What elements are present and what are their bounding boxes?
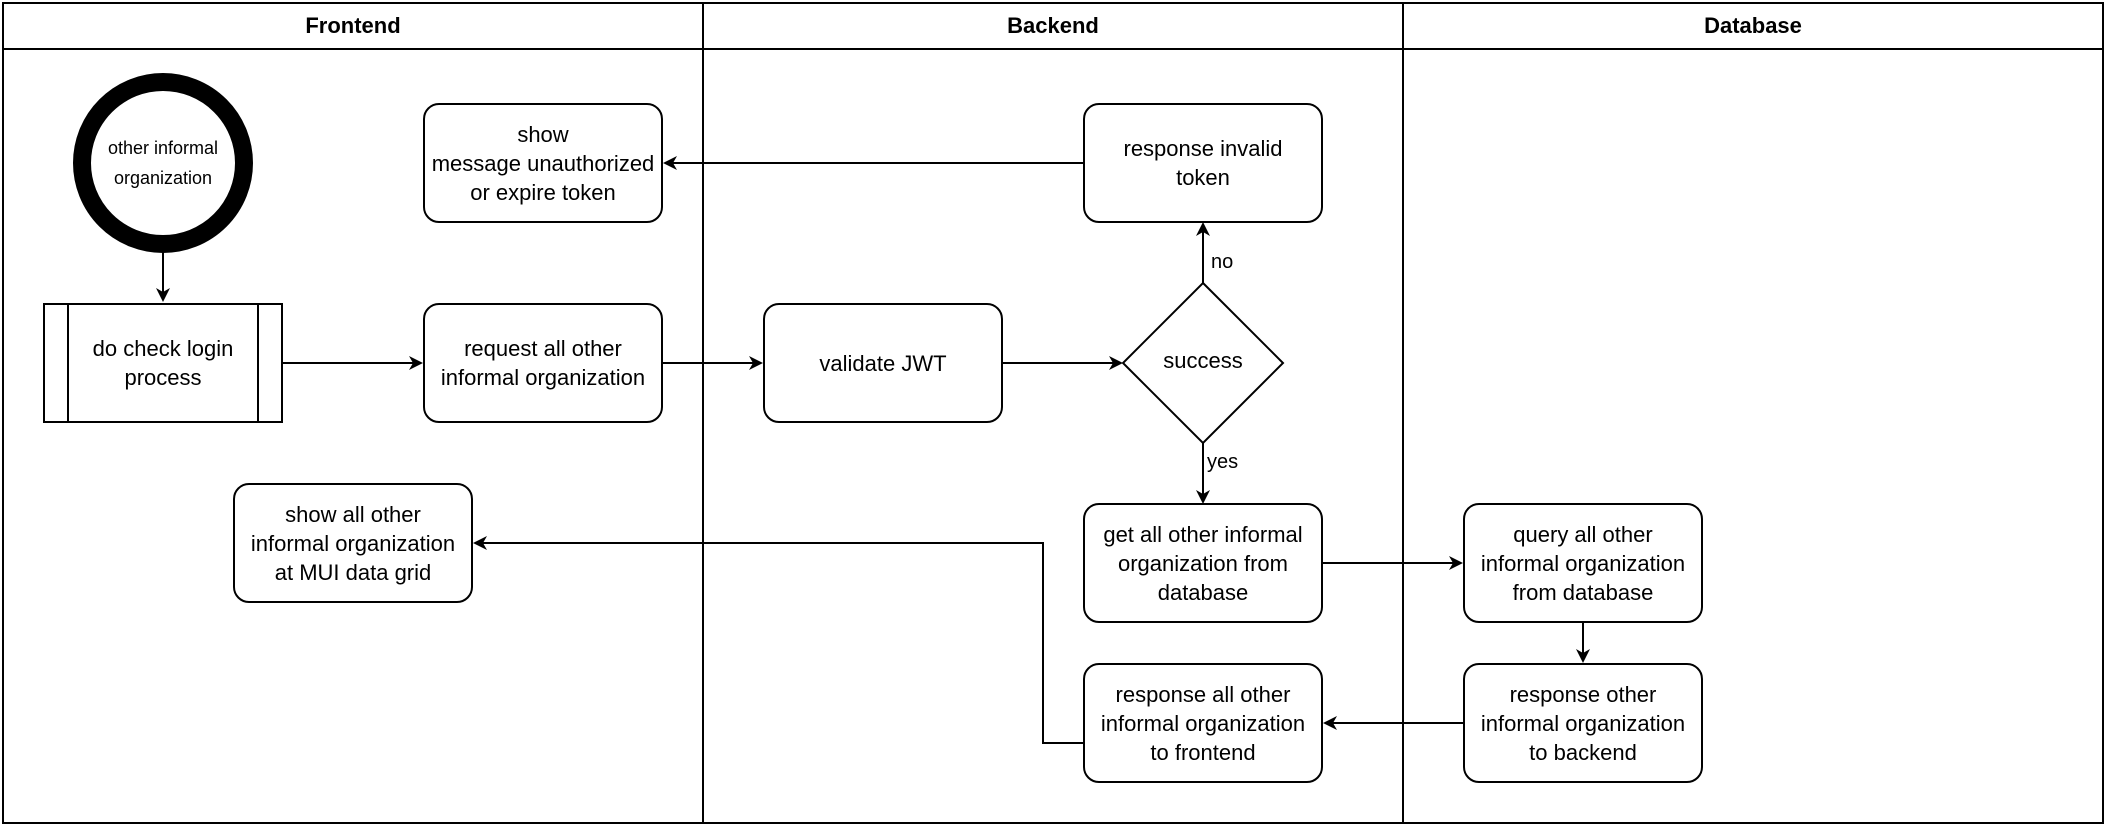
subprocess-check-login[interactable]: do check login process xyxy=(43,303,283,423)
validate-jwt-box[interactable]: validate JWT xyxy=(763,303,1003,423)
query-db-label: query all other informal organization fr… xyxy=(1480,521,1686,605)
request-all-box[interactable]: request all other informal organization xyxy=(423,303,663,423)
decision-diamond xyxy=(1121,281,1285,445)
edge-respfrontend-to-showall xyxy=(473,536,1083,744)
show-all-label: show all other informal organization at … xyxy=(250,501,456,585)
response-backend-box[interactable]: response other informal organization to … xyxy=(1463,663,1703,783)
start-event[interactable]: other informal organization xyxy=(73,73,253,253)
check-login-label: do check login process xyxy=(92,336,234,390)
lane-title-database: Database xyxy=(1704,13,1802,38)
lane-title-frontend: Frontend xyxy=(305,13,401,38)
get-all-box[interactable]: get all other informal organization from… xyxy=(1083,503,1323,623)
query-db-box[interactable]: query all other informal organization fr… xyxy=(1463,503,1703,623)
validate-jwt-label: validate JWT xyxy=(819,350,947,376)
lane-title-backend: Backend xyxy=(1007,13,1099,38)
edge-label-yes: yes xyxy=(1207,451,1239,473)
decision-label: success xyxy=(1163,348,1243,373)
response-frontend-box[interactable]: response all other informal organization… xyxy=(1083,663,1323,783)
get-all-label: get all other informal organization from… xyxy=(1103,521,1303,605)
subprocess-bar-left xyxy=(67,305,69,421)
request-all-label: request all other informal organization xyxy=(440,336,646,390)
edge-label-no: no xyxy=(1211,251,1234,273)
response-invalid-label: response invalid token xyxy=(1123,136,1283,190)
show-unauthorized-box[interactable]: show message unauthorized or expire toke… xyxy=(423,103,663,223)
show-unauthorized-label: show message unauthorized or expire toke… xyxy=(431,121,655,205)
response-backend-label: response other informal organization to … xyxy=(1480,681,1686,765)
response-frontend-label: response all other informal organization… xyxy=(1100,681,1306,765)
start-event-label: other informal organization xyxy=(107,138,219,188)
show-all-box[interactable]: show all other informal organization at … xyxy=(233,483,473,603)
subprocess-bar-right xyxy=(257,305,259,421)
response-invalid-box[interactable]: response invalid token xyxy=(1083,103,1323,223)
